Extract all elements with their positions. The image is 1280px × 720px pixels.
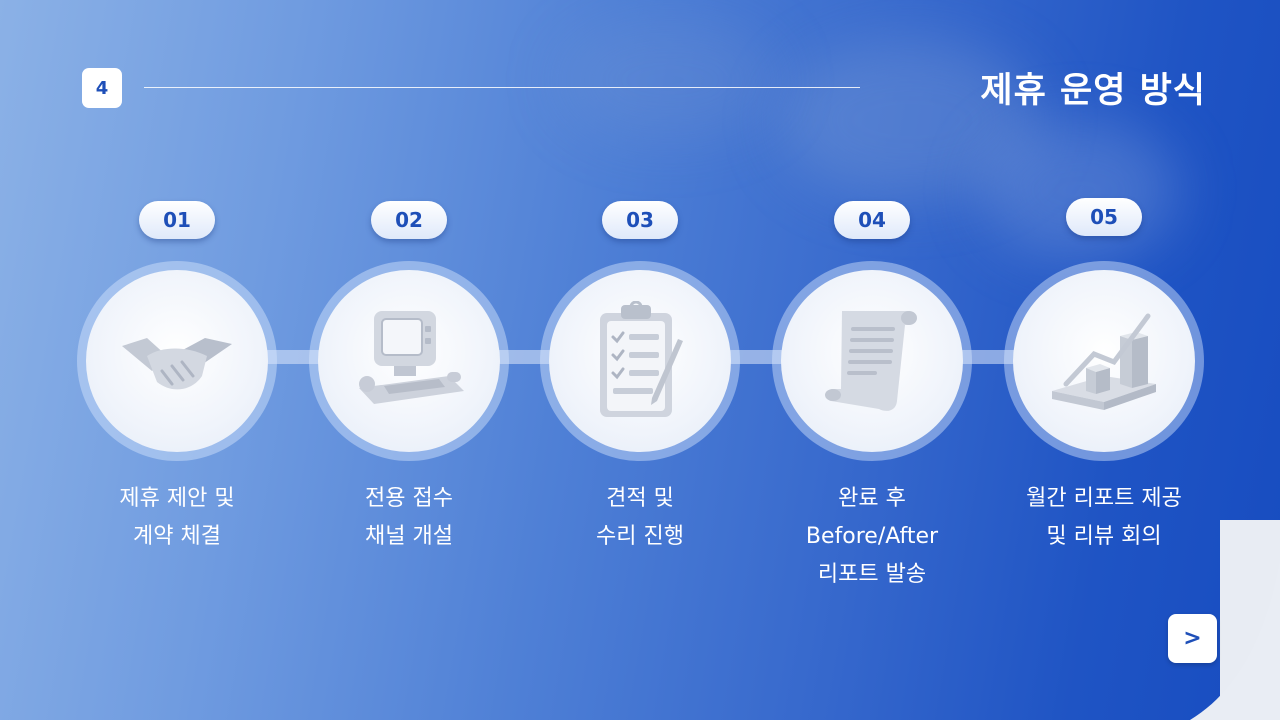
step-number-badge: 03 — [602, 201, 678, 239]
step-number-badge: 04 — [834, 201, 910, 239]
step-icon-circle — [772, 261, 972, 461]
header-divider — [144, 87, 860, 88]
step-label: 제휴 제안 및 계약 체결 — [119, 486, 235, 549]
growth-chart-icon — [1052, 313, 1156, 410]
step-label: 완료 후 Before/After 리포트 발송 — [805, 486, 939, 587]
handshake-icon — [122, 338, 232, 390]
page-number-badge: 4 — [82, 68, 122, 108]
computer-icon — [359, 311, 464, 404]
step-number-badge: 05 — [1066, 198, 1142, 236]
clipboard-checklist-icon — [600, 301, 683, 417]
scroll-report-icon — [825, 311, 917, 411]
step-number-badge: 02 — [371, 201, 447, 239]
step-label: 견적 및 수리 진행 — [596, 486, 684, 549]
background-decor — [980, 120, 1180, 260]
step-icon-circle — [77, 261, 277, 461]
step-label: 전용 접수 채널 개설 — [365, 486, 453, 549]
step-icon-circle — [1004, 261, 1204, 461]
step-icon-circle — [540, 261, 740, 461]
page-title: 제휴 운영 방식 — [980, 71, 1206, 111]
step-label: 월간 리포트 제공 및 리뷰 회의 — [1026, 486, 1182, 549]
corner-curve — [1190, 560, 1280, 720]
step-icon-circle — [309, 261, 509, 461]
step-number-badge: 01 — [139, 201, 215, 239]
background-decor — [560, 20, 780, 140]
next-slide-button[interactable]: > — [1168, 614, 1217, 663]
